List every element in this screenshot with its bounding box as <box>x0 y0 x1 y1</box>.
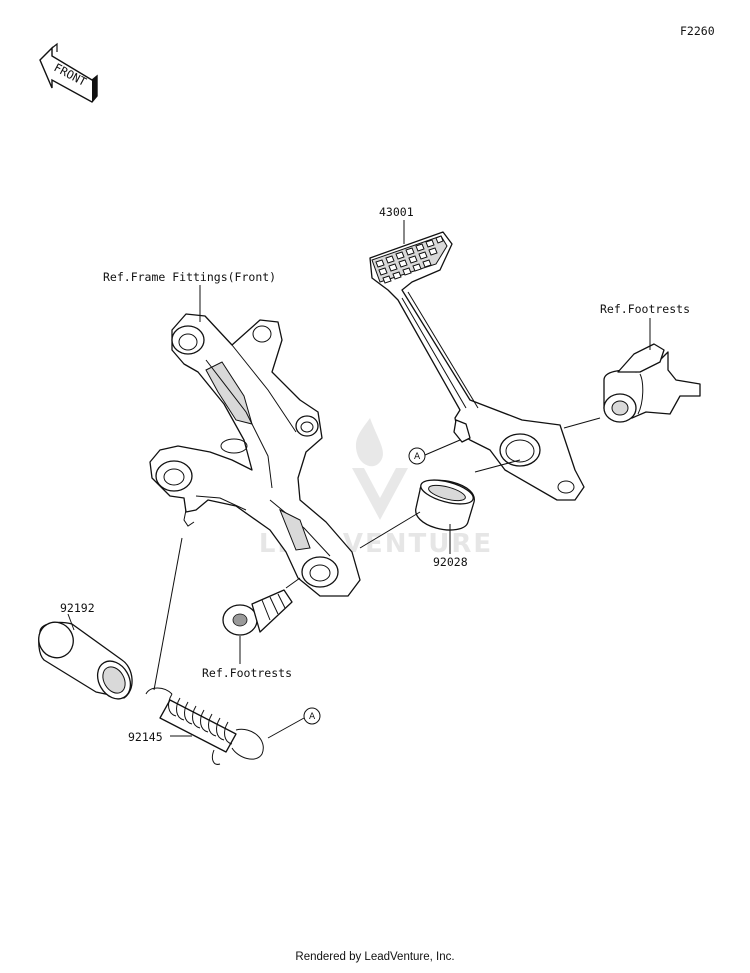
bushing-92028 <box>415 479 475 531</box>
label-92145: 92145 <box>128 730 163 744</box>
label-ref-footrests-bottom: Ref.Footrests <box>202 666 292 680</box>
label-92028: 92028 <box>433 555 468 569</box>
footrest-bracket-right <box>603 343 701 423</box>
frame-fitting-front <box>149 313 361 597</box>
footrest-bolt <box>222 589 293 636</box>
diagram-code: F2260 <box>680 24 715 38</box>
label-ref-frame-fittings: Ref.Frame Fittings(Front) <box>103 270 276 284</box>
svg-text:A: A <box>414 452 421 462</box>
label-43001: 43001 <box>379 205 414 219</box>
front-arrow-icon: FRONT <box>39 42 98 103</box>
leader-lines <box>67 220 651 739</box>
marker-a-upper: A <box>408 447 426 465</box>
svg-text:A: A <box>309 712 316 722</box>
spring-92145 <box>145 687 264 765</box>
marker-a-lower: A <box>303 707 321 725</box>
collar-92192 <box>38 621 133 700</box>
brake-pedal-43001 <box>369 231 585 501</box>
footer-credit: Rendered by LeadVenture, Inc. <box>295 951 455 963</box>
label-ref-footrests-right: Ref.Footrests <box>600 302 690 316</box>
label-92192: 92192 <box>60 601 95 615</box>
